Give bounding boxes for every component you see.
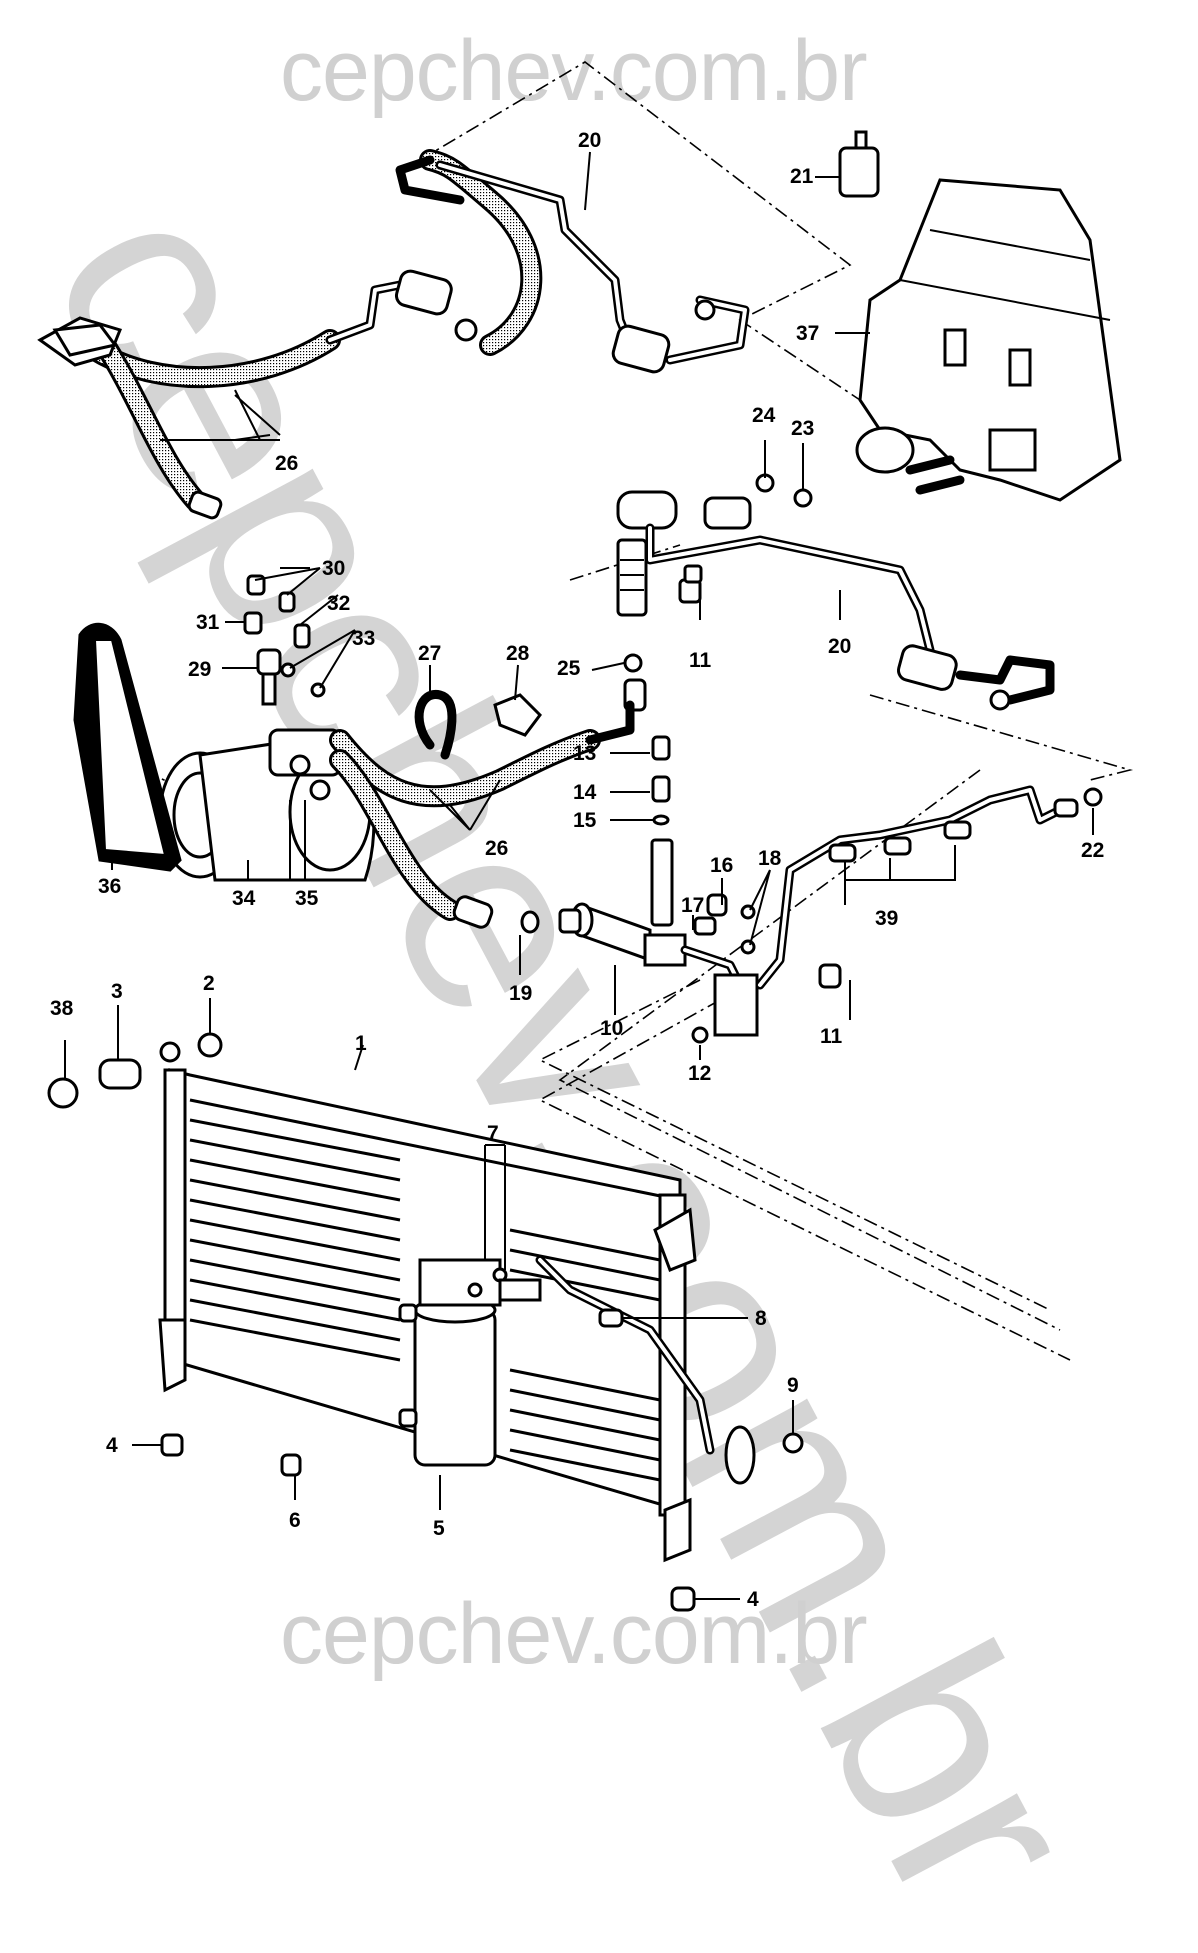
callout-32: 32 — [327, 592, 350, 615]
callout-18: 18 — [758, 847, 782, 870]
callout-14: 14 — [573, 781, 597, 804]
callout-33: 33 — [352, 627, 375, 650]
part-37-evaporator-housing[interactable] — [855, 178, 1122, 502]
callout-12: 12 — [688, 1062, 711, 1085]
callout-15: 15 — [573, 809, 597, 832]
callout-38: 38 — [50, 997, 74, 1020]
callout-9: 9 — [787, 1374, 799, 1397]
callout-11b: 11 — [820, 1025, 843, 1048]
callout-36: 36 — [98, 875, 121, 898]
callout-31: 31 — [196, 611, 220, 634]
part-20-pipe-lower[interactable] — [616, 490, 1055, 711]
part-36-drive-belt[interactable] — [73, 622, 182, 872]
callout-37: 37 — [796, 322, 819, 345]
callout-4a: 4 — [106, 1434, 118, 1457]
callout-17: 17 — [681, 894, 704, 917]
callout-25: 25 — [557, 657, 581, 680]
callout-1: 1 — [355, 1032, 367, 1055]
callout-30: 30 — [322, 557, 345, 580]
part-23-o-ring[interactable] — [793, 488, 813, 508]
callout-26a: 26 — [275, 452, 298, 475]
callout-27: 27 — [418, 642, 441, 665]
callout-16: 16 — [710, 854, 733, 877]
callout-26b: 26 — [485, 837, 508, 860]
part-26-hose-lower[interactable] — [329, 700, 635, 929]
callout-28: 28 — [506, 642, 530, 665]
callout-3: 3 — [111, 980, 123, 1003]
part-28-bracket[interactable] — [493, 693, 542, 737]
callout-24: 24 — [752, 404, 776, 427]
leader-lines — [64, 151, 1094, 1600]
callout-labels: 1 2 3 4 4 5 6 7 8 9 10 11 11 12 13 14 15… — [50, 129, 1104, 1611]
callout-22: 22 — [1081, 839, 1104, 862]
callout-8: 8 — [755, 1307, 767, 1330]
part-20-pipe-upper[interactable] — [435, 160, 750, 374]
watermark-top: cepchev.com.br — [280, 23, 868, 119]
part-5-receiver-drier[interactable] — [398, 1258, 624, 1467]
part-11-bolt-upper[interactable] — [678, 564, 703, 604]
callout-19: 19 — [509, 982, 532, 1005]
callout-10: 10 — [600, 1017, 623, 1040]
callout-34: 34 — [232, 887, 256, 910]
parts-diagram: 1 2 3 4 4 5 6 7 8 9 10 11 11 12 13 14 15… — [37, 61, 1134, 1612]
callout-2: 2 — [203, 972, 215, 995]
callout-39: 39 — [875, 907, 898, 930]
callout-5: 5 — [433, 1517, 445, 1540]
part-27-clip[interactable] — [414, 690, 457, 760]
callout-35: 35 — [295, 887, 319, 910]
small-fasteners[interactable] — [47, 1032, 804, 1612]
callout-4b: 4 — [747, 1588, 759, 1611]
valve-connector-stack[interactable] — [616, 538, 648, 712]
callout-13: 13 — [573, 742, 596, 765]
part-21-switch[interactable] — [838, 130, 880, 198]
callout-23: 23 — [791, 417, 814, 440]
callout-20a: 20 — [578, 129, 601, 152]
condenser-fins — [189, 1098, 681, 1482]
compressor-fittings[interactable] — [243, 574, 326, 706]
callout-21: 21 — [790, 165, 814, 188]
callout-11a: 11 — [689, 649, 712, 672]
callout-29: 29 — [188, 658, 211, 681]
callout-20b: 20 — [828, 635, 851, 658]
callout-7: 7 — [487, 1122, 499, 1145]
watermark-bottom: cepchev.com.br — [280, 1586, 868, 1682]
callout-6: 6 — [289, 1509, 301, 1532]
accumulator-group[interactable] — [520, 735, 745, 990]
